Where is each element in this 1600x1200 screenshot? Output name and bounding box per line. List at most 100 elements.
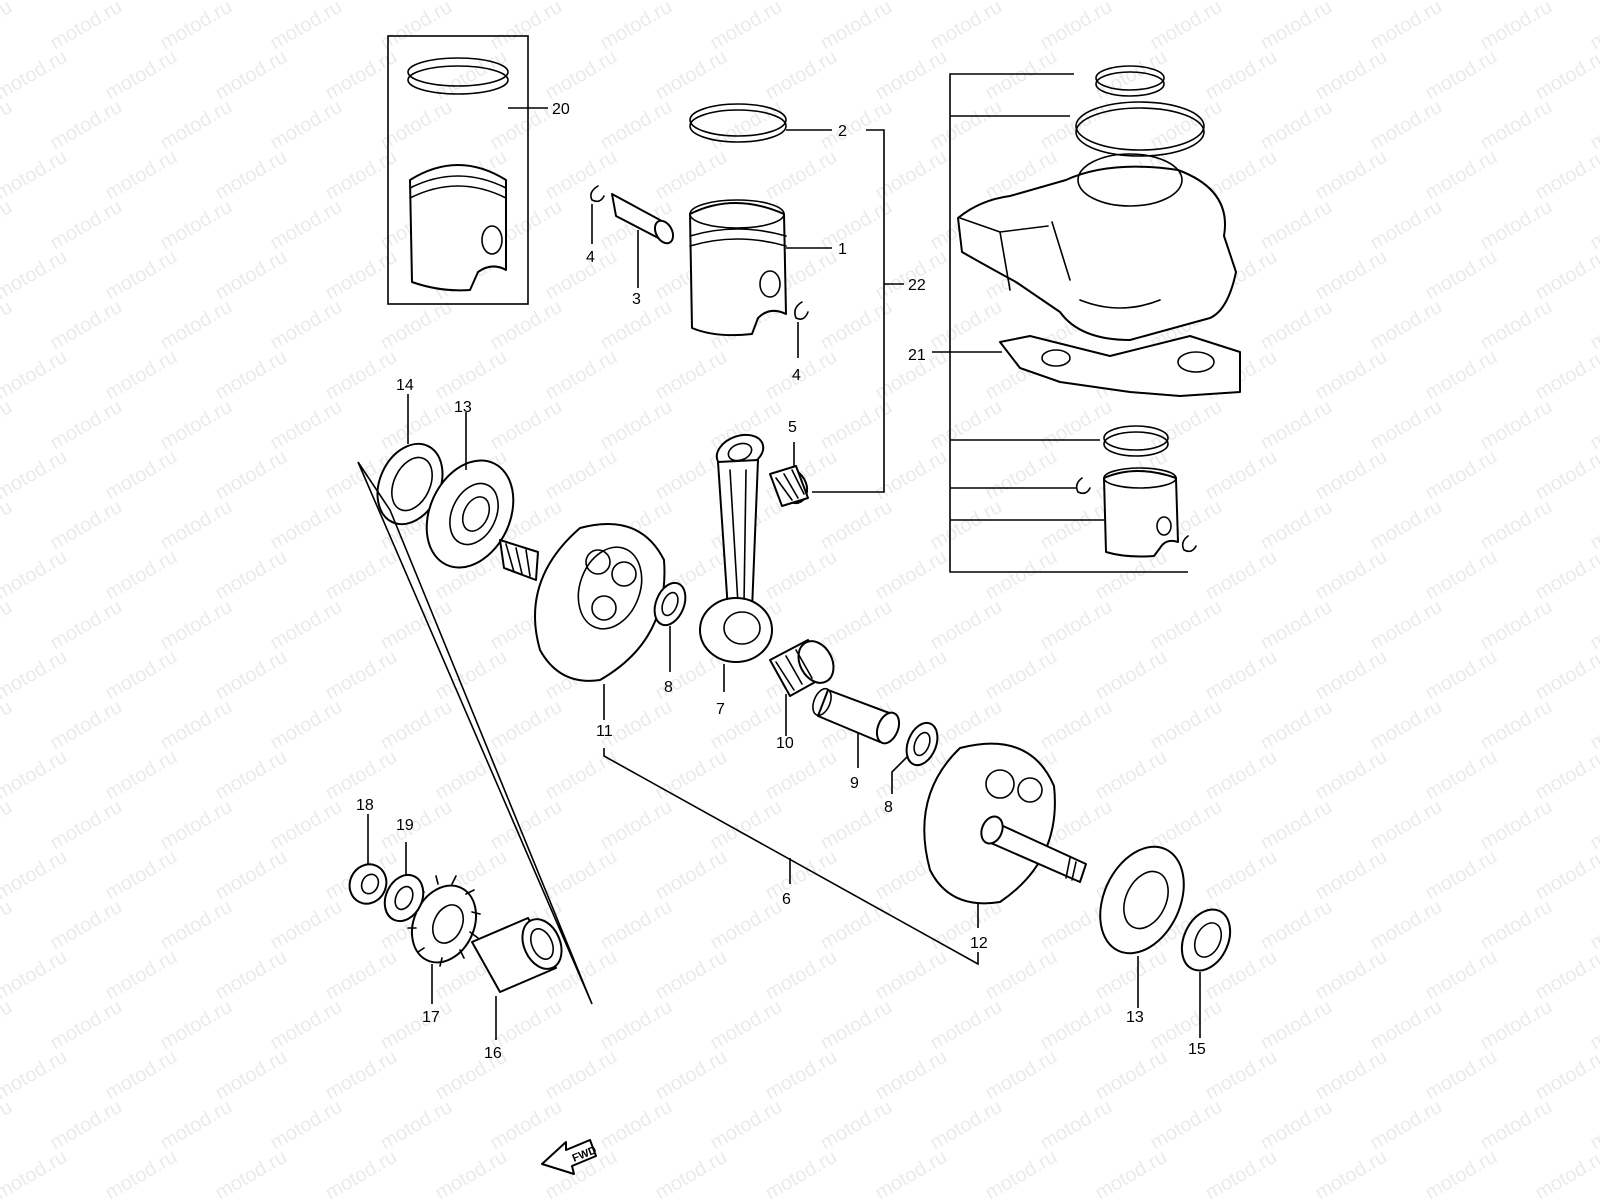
watermark-text: motod.ru (762, 1146, 841, 1200)
callout-6: 6 (782, 891, 791, 908)
watermark-text: motod.ru (1532, 746, 1600, 805)
watermark-text: motod.ru (1532, 46, 1600, 105)
watermark-text: motod.ru (0, 746, 71, 805)
callout-13: 13 (454, 399, 472, 416)
callout-11: 11 (596, 723, 613, 740)
spacer (471, 917, 563, 1040)
watermark-text: motod.ru (1532, 346, 1600, 405)
assembly-leader-triangle (357, 461, 593, 1005)
watermark-text: motod.ru (1532, 846, 1600, 905)
watermark-text: motod.ru (0, 46, 71, 105)
washer (383, 842, 425, 923)
oil-seal-right (1180, 908, 1232, 1038)
head-gasket (1095, 65, 1165, 91)
watermark-text: motod.ru (1587, 296, 1600, 355)
watermark-text: motod.ru (0, 296, 16, 355)
watermark-text: motod.ru (1367, 1196, 1446, 1200)
cylinder-base-gasket (999, 335, 1241, 397)
watermark-text: motod.ru (1037, 1196, 1116, 1200)
watermark-text: motod.ru (1477, 1196, 1556, 1200)
callout-1: 1 (838, 241, 847, 258)
crankshaft-assy-bracket (603, 748, 979, 966)
thrust-washer (891, 721, 939, 794)
callout-17: 17 (422, 1009, 440, 1026)
watermark-text: motod.ru (0, 896, 16, 955)
callout-14: 14 (396, 377, 414, 394)
callout-7: 7 (716, 701, 725, 718)
watermark-text: motod.ru (0, 846, 71, 905)
watermark-text: motod.ru (1587, 396, 1600, 455)
watermark-text: motod.ru (1257, 1196, 1336, 1200)
watermark-text: motod.ru (1147, 1196, 1226, 1200)
watermark-text: motod.ru (707, 1196, 786, 1200)
callout-19: 19 (396, 817, 414, 834)
crank-pin (812, 687, 901, 768)
watermark-text: motod.ru (1587, 796, 1600, 855)
callout-21: 21 (908, 347, 926, 364)
watermark-text: motod.ru (212, 1146, 291, 1200)
watermark-text: motod.ru (1312, 1146, 1391, 1200)
watermark-text: motod.ru (1587, 896, 1600, 955)
watermark-text: motod.ru (927, 1196, 1006, 1200)
watermark-text: motod.ru (982, 1146, 1061, 1200)
callout-10: 10 (776, 735, 794, 752)
watermark-text: motod.ru (1587, 996, 1600, 1055)
watermark-text: motod.ru (1587, 1096, 1600, 1155)
callout-4: 4 (792, 367, 801, 384)
callout-4: 4 (586, 249, 595, 266)
watermark-text: motod.ru (1532, 146, 1600, 205)
watermark-text: motod.ru (1532, 1046, 1600, 1105)
watermark-text: motod.ru (872, 1146, 951, 1200)
watermark-text: motod.ru (0, 96, 16, 155)
bearing-right (1099, 845, 1185, 1008)
callout-15: 15 (1188, 1041, 1206, 1058)
watermark-text: motod.ru (1092, 1146, 1171, 1200)
watermark-text: motod.ru (0, 346, 71, 405)
callout-labels: 20 2 1 4 3 22 4 21 14 13 5 8 7 10 11 9 8… (356, 101, 1206, 1062)
callout-8: 8 (664, 679, 673, 696)
callout-5: 5 (788, 419, 797, 436)
watermark-text: motod.ru (0, 196, 16, 255)
watermark-text: motod.ru (157, 1196, 236, 1200)
watermark-text: motod.ru (1532, 1146, 1600, 1200)
part-box-frame (387, 35, 529, 305)
watermark-text: motod.ru (1587, 596, 1600, 655)
watermark-text: motod.ru (0, 146, 71, 205)
piston-ring-small (1103, 425, 1169, 451)
watermark-text: motod.ru (1587, 1196, 1600, 1200)
watermark-text: motod.ru (1532, 646, 1600, 705)
callout-22: 22 (908, 277, 926, 294)
callout-9: 9 (850, 775, 859, 792)
bearing-left (425, 412, 515, 569)
watermark-text: motod.ru (0, 596, 16, 655)
circlip (590, 185, 605, 203)
watermark-text: motod.ru (1587, 696, 1600, 755)
watermark-text: motod.ru (0, 246, 71, 305)
callout-16: 16 (484, 1045, 502, 1062)
watermark-text: motod.ru (47, 1196, 126, 1200)
watermark-text: motod.ru (597, 1196, 676, 1200)
watermark-text: motod.ru (0, 546, 71, 605)
watermark-text: motod.ru (0, 1046, 71, 1105)
watermark-text: motod.ru (1587, 496, 1600, 555)
watermark-text: motod.ru (0, 796, 16, 855)
cylinder-set (932, 65, 1241, 573)
watermark-text: motod.ru (1532, 546, 1600, 605)
thrust-washer (653, 581, 687, 672)
piston-ring-alt (407, 57, 509, 87)
watermark-text: motod.ru (0, 1096, 16, 1155)
watermark-text: motod.ru (1202, 1146, 1281, 1200)
watermark-text: motod.ru (0, 0, 16, 54)
callout-2: 2 (838, 123, 847, 140)
watermark-text: motod.ru (0, 1146, 71, 1200)
big-end-bearing (769, 639, 835, 736)
watermark-text: motod.ru (0, 446, 71, 505)
piston-ring (689, 103, 832, 143)
watermark-text: motod.ru (102, 1146, 181, 1200)
piston-set-bracket (812, 129, 904, 493)
watermark-text: motod.ru (1532, 246, 1600, 305)
watermark-text: motod.ru (267, 1196, 346, 1200)
watermark-text: motod.ru (322, 1146, 401, 1200)
